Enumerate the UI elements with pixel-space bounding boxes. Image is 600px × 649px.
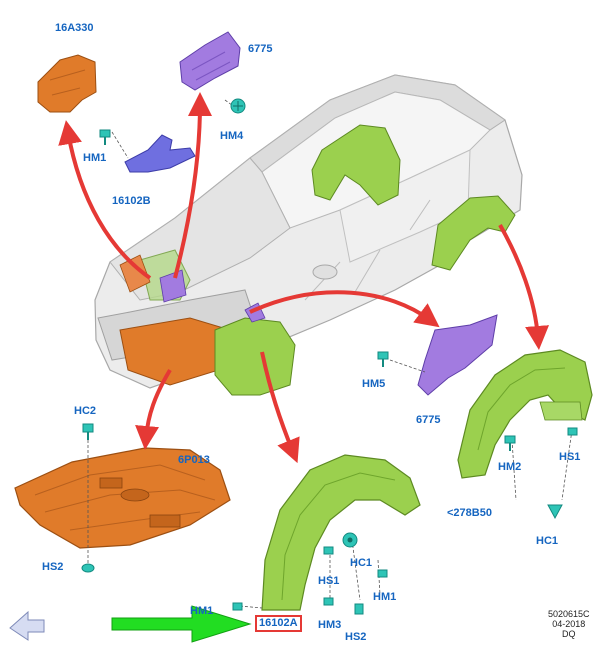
clip-hm1-bottom-icon — [232, 602, 243, 611]
label-hs2-left: HS2 — [42, 561, 64, 573]
clip-hs1-right-icon — [567, 427, 578, 436]
part-6775-top-shape — [179, 31, 241, 91]
callout-arrows — [58, 92, 550, 464]
part-278b50-shape — [457, 349, 593, 479]
label-6775-top: 6775 — [248, 43, 273, 55]
part-6p013-shape — [14, 447, 231, 549]
label-hm3: HM3 — [318, 619, 342, 631]
label-hm2: HM2 — [498, 461, 522, 473]
clip-hc1-right-icon — [547, 504, 563, 520]
label-hm4: HM4 — [220, 130, 244, 142]
part-16102a-shape — [261, 454, 421, 611]
label-hm1-bottom: HM1 — [190, 605, 214, 617]
part-16a330-shape — [37, 54, 97, 113]
label-hc2: HC2 — [74, 405, 97, 417]
label-6p013: 6P013 — [178, 454, 210, 466]
clip-hm4-icon — [230, 98, 246, 114]
label-16102b: 16102B — [112, 195, 151, 207]
label-hm1-top: HM1 — [83, 152, 107, 164]
label-6775-right: 6775 — [416, 414, 441, 426]
label-16102a-highlighted: 16102A — [255, 615, 302, 632]
footer-ref-code: 5020615C — [548, 609, 590, 619]
label-hm1-center: HM1 — [373, 591, 397, 603]
fasteners — [81, 98, 578, 615]
label-16a330: 16A330 — [55, 22, 94, 34]
part-16102b-shape — [124, 134, 196, 173]
label-hs2-center: HS2 — [345, 631, 367, 643]
clip-hm2-icon — [504, 435, 516, 451]
clip-hm1-center-icon — [377, 569, 388, 578]
highlight-arrow-icon — [111, 605, 252, 643]
footer-ref: 5020615C 04-2018 DQ — [548, 609, 590, 640]
label-hm5: HM5 — [362, 378, 386, 390]
footer-initials: DQ — [562, 628, 576, 639]
label-hc1-right: HC1 — [536, 535, 559, 547]
label-hs1-right: HS1 — [559, 451, 581, 463]
part-6775-right-shape — [417, 314, 498, 396]
clip-hm3-icon — [323, 597, 334, 606]
footer-date: 04-2018 — [552, 618, 586, 629]
clip-hs2-left-icon — [81, 563, 95, 573]
clip-hs1-center-icon — [323, 546, 334, 555]
clip-hm5-icon — [377, 351, 389, 367]
clip-hs2-center-icon — [354, 603, 364, 615]
label-hs1-center: HS1 — [318, 575, 340, 587]
clip-hc1-center-icon — [342, 532, 358, 548]
label-278b50: <278B50 — [447, 507, 492, 519]
clip-hc2-icon — [82, 423, 94, 440]
clip-hm1-top-icon — [99, 129, 111, 145]
vehicle-installed-parts — [119, 124, 516, 396]
front-direction-arrow-icon — [9, 610, 45, 641]
label-hc1-center: HC1 — [350, 557, 373, 569]
